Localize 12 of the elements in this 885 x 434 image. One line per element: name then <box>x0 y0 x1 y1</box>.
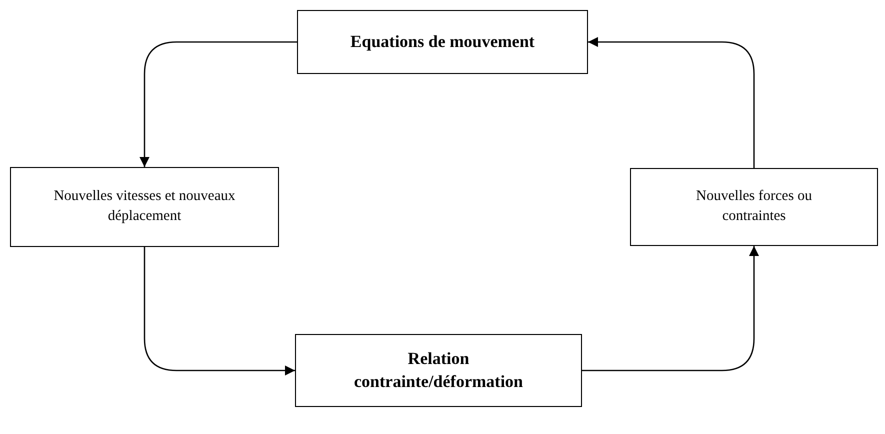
arrow <box>582 246 759 372</box>
box-label: Relation contrainte/déformation <box>352 348 524 392</box>
process-box <box>10 167 279 247</box>
arrow <box>140 41 297 167</box>
arrow <box>588 37 755 168</box>
box-label: Nouvelles forces ou contraintes <box>695 187 813 226</box>
process-box <box>630 168 878 246</box>
arrow <box>144 247 295 376</box>
box-label: Nouvelles vitesses et nouveaux déplacement <box>52 187 236 226</box>
process-box <box>297 10 588 74</box>
process-box <box>295 334 582 407</box>
box-label: Equations de mouvement <box>350 30 535 53</box>
